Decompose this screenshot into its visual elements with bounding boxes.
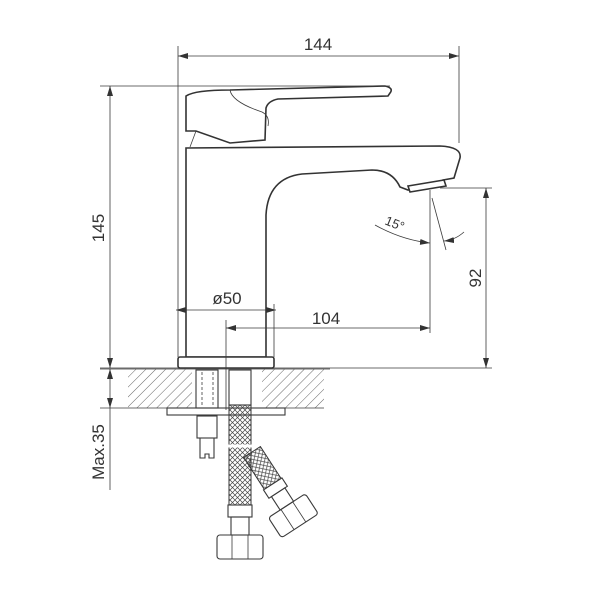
dimension-counter-thickness: Max.35 bbox=[89, 369, 113, 490]
dimension-spout-reach: 104 bbox=[225, 190, 431, 410]
dim-counter-thickness-label: Max.35 bbox=[89, 424, 108, 480]
dimension-spout-height: 92 bbox=[440, 187, 492, 368]
dimension-base-diameter: ø50 bbox=[176, 289, 276, 357]
aerator bbox=[406, 179, 448, 193]
dimension-width: 144 bbox=[177, 35, 460, 357]
mounting-washer bbox=[166, 407, 286, 416]
faucet-body bbox=[177, 145, 461, 369]
countertop-section bbox=[100, 368, 330, 416]
dimension-spray-angle: 15° bbox=[374, 197, 465, 251]
hose-nut-angled bbox=[269, 494, 318, 538]
lever-handle bbox=[185, 85, 392, 148]
dimension-height: 145 bbox=[89, 85, 492, 369]
mounting-stud bbox=[195, 369, 219, 459]
dim-spray-angle-label: 15° bbox=[383, 213, 407, 234]
supply-hose-angled bbox=[242, 445, 318, 538]
dim-height-label: 145 bbox=[89, 214, 108, 242]
dim-spout-height-label: 92 bbox=[466, 269, 485, 288]
dim-width-label: 144 bbox=[304, 35, 332, 54]
dim-spout-reach-label: 104 bbox=[312, 309, 340, 328]
hose-nut bbox=[216, 534, 264, 560]
dim-base-diameter-label: ø50 bbox=[212, 289, 241, 308]
